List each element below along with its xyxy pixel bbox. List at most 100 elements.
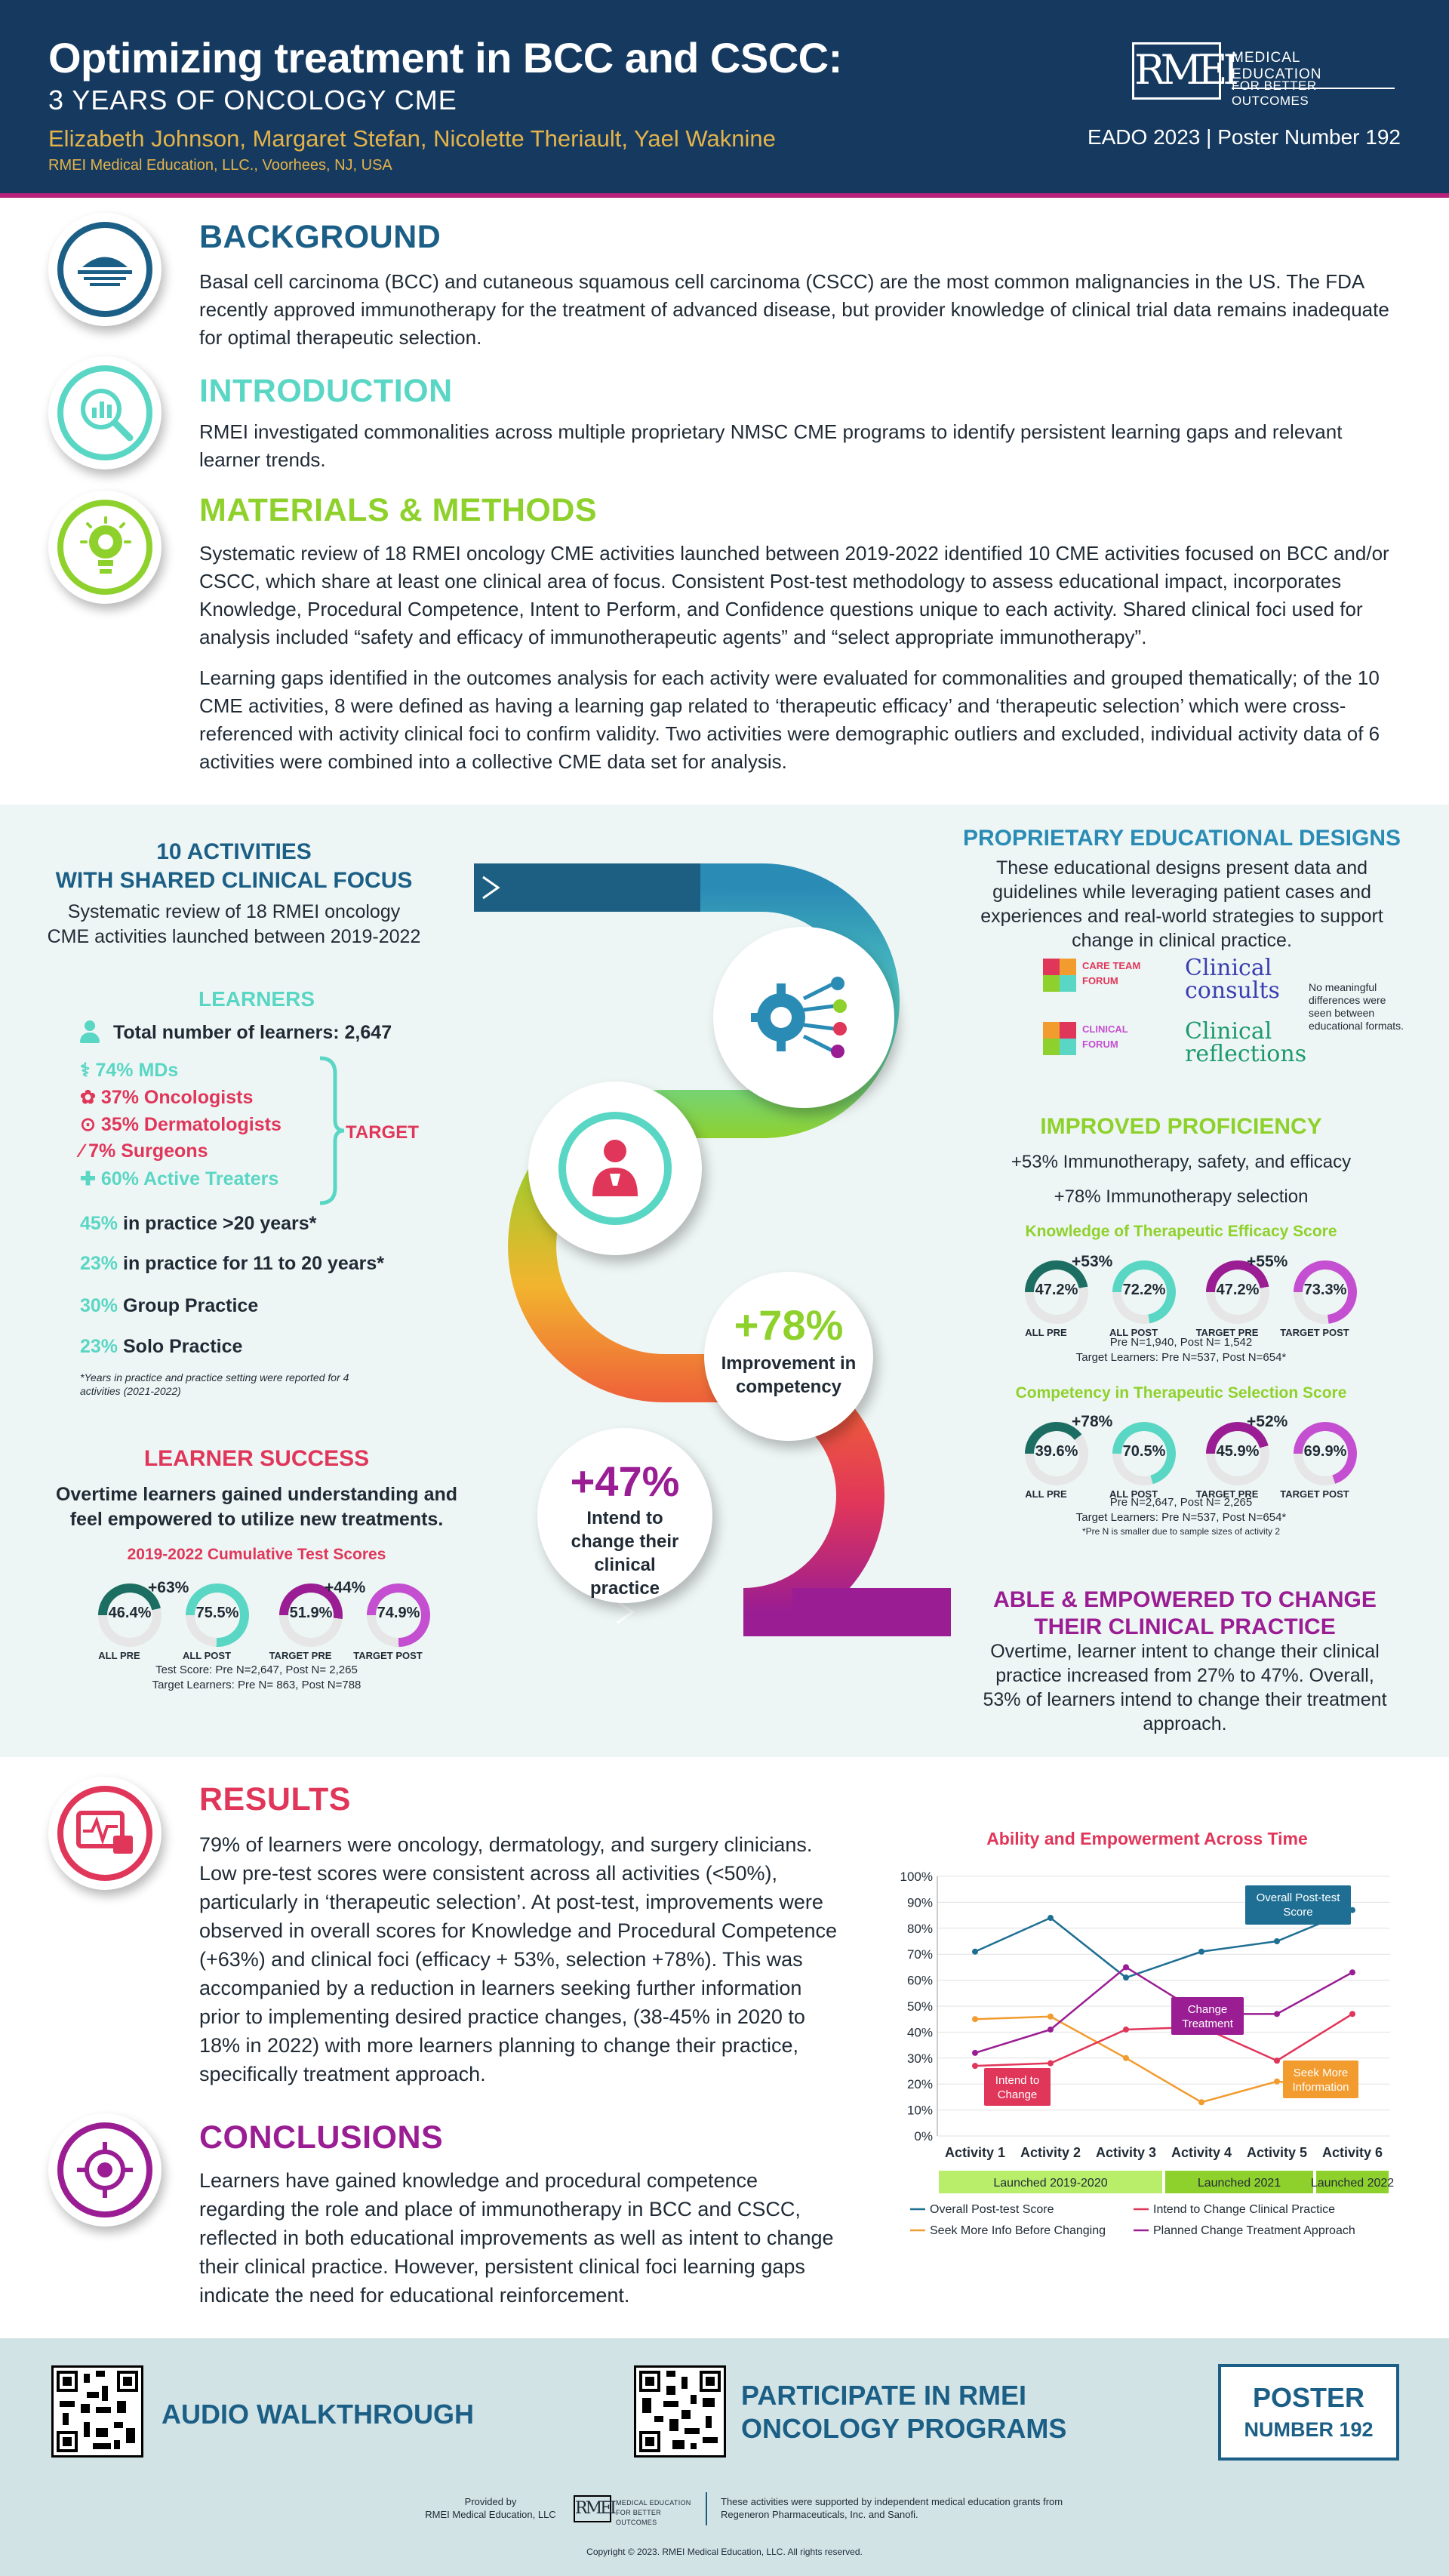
header: Optimizing treatment in BCC and CSCC: 3 … [0,0,1449,198]
methods-icon [48,491,162,604]
score-gauge: 74.9% TARGET POST [353,1583,439,1661]
chart-callout [1245,1885,1351,1925]
learners-title: LEARNERS [198,987,315,1011]
data-point [972,2063,978,2070]
gauge-label: TARGET PRE [1195,1488,1259,1500]
legend-label: Planned Change Treatment Approach [1153,2224,1355,2237]
empowered-text: Overtime, learner intent to change their… [983,1641,1387,1734]
gauge-value: 47.2% [1035,1282,1078,1298]
copyright: Copyright © 2023. RMEI Medical Education… [586,2547,863,2557]
care-team-forum-label: CARE TEAM FORUM [1082,960,1141,986]
gauge-ring [186,1583,249,1647]
introduction-icon [48,356,162,469]
target-learners-note: Target Learners: Pre N= 863, Post N=788 [152,1679,361,1691]
gauge-value: 69.9% [1303,1443,1347,1460]
chart-callout [1283,2060,1358,2098]
data-point [972,2049,978,2056]
learner-success-text: Overtime learners gained understanding a… [55,1484,458,1530]
target-list: ⚕ 74% MDs✿ 37% Oncologists⊙ 35% Dermatol… [80,1059,352,1199]
gauge-label: ALL PRE [1025,1327,1067,1338]
clinician-circle [528,1082,702,1255]
provided-by: Provided by RMEI Medical Education, LLC [408,2495,574,2521]
proficiency-title: IMPROVED PROFICIENCY [1040,1114,1322,1139]
data-point [1274,1938,1280,1944]
y-tick-label: 10% [907,2104,933,2118]
stat-row: 23% Solo Practice [80,1336,242,1358]
eff-note-1: Pre N=1,940, Post N= 1,542 [1109,1336,1253,1349]
target-item-icon: ✚ [80,1168,101,1190]
activities-title: 10 ACTIVITIES WITH SHARED CLINICAL FOCUS [45,838,423,895]
competency-label: Improvement in competency [721,1353,857,1397]
stat-pct: 23% [80,1336,118,1357]
poster-number: EADO 2023 | Poster Number 192 [1087,125,1401,149]
x-tick-label: Activity 3 [1096,2145,1156,2160]
background-text: Basal cell carcinoma (BCC) and cutaneous… [199,270,1389,349]
gauge-value: 73.3% [1303,1282,1347,1298]
gauge-value: 45.9% [1216,1443,1260,1460]
period-label: Launched 2019-2020 [993,2177,1107,2190]
stat-row: 45% in practice >20 years* [80,1213,316,1235]
data-point [1198,2099,1204,2106]
data-point [1123,1964,1129,1971]
person-icon [80,1020,100,1045]
proficiency-line1: +53% Immunotherapy, safety, and efficacy [1011,1152,1352,1172]
y-tick-label: 50% [907,1999,933,2014]
legend-label: Overall Post-test Score [930,2203,1054,2216]
target-item: ✿ 37% Oncologists [80,1086,253,1109]
test-score-note: Test Score: Pre N=2,647, Post N= 2,265 [155,1663,358,1676]
methods-text-2: Learning gaps identified in the outcomes… [199,666,1380,773]
period-bar [939,2171,1162,2193]
audio-qr-code[interactable] [51,2365,143,2458]
provided-by-line2: RMEI Medical Education, LLC [425,2509,556,2520]
audio-walkthrough-label[interactable]: AUDIO WALKTHROUGH [162,2399,474,2430]
grant-support-text: These activities were supported by indep… [721,2496,1063,2520]
gauge-ring [1294,1422,1357,1485]
series-line [974,1965,1353,2054]
sel-delta-all: +78% [1072,1413,1113,1430]
score-gauge: 75.5%ALL POST [175,1583,258,1661]
gauge-ring [279,1583,343,1647]
poster-title: Optimizing treatment in BCC and CSCC: [48,34,842,82]
stat-row: 23% in practice for 11 to 20 years* [80,1253,384,1275]
participate-qr-code[interactable] [634,2365,726,2458]
eff-delta-all: +53% [1072,1253,1113,1270]
gauge-value: 46.4% [108,1605,152,1621]
y-tick-label: 100% [900,1870,933,1884]
footer-logo-mark: RMEI [574,2495,617,2522]
score-gauge: 47.2% ALL PRE [1014,1260,1097,1338]
y-tick-label: 70% [907,1947,933,1962]
empowered-title-line2: THEIR CLINICAL PRACTICE [1034,1614,1336,1639]
legend-label: Intend to Change Clinical Practice [1153,2203,1335,2216]
target-item-icon: ⚕ [80,1060,96,1081]
poster-number-box: POSTER NUMBER 192 [1218,2364,1399,2461]
poster-box-line1: POSTER [1252,2382,1365,2413]
data-point [1349,1969,1355,1976]
footer-logo-line2: FOR BETTER OUTCOMES [616,2509,662,2526]
delta-target: +44% [325,1579,366,1596]
participate-label[interactable]: PARTICIPATE IN RMEI ONCOLOGY PROGRAMS [741,2379,1066,2445]
delta-all: +63% [148,1579,189,1596]
poster-box-line2: NUMBER 192 [1244,2418,1374,2441]
intent-circle: +47% Intend to change their clinical pra… [537,1428,712,1603]
callout-text: Change [998,2088,1038,2101]
gauge-label: TARGET PRE [1195,1327,1259,1338]
data-point [1274,2011,1280,2017]
chart-callout [984,2068,1051,2106]
methods-title: MATERIALS & METHODS [199,492,598,528]
callout-text: Treatment [1182,2017,1234,2030]
target-item-icon: ∕ [80,1140,89,1162]
score-gauge: 51.9%TARGET PRE [269,1583,352,1661]
gauge-label: TARGET POST [353,1650,423,1661]
sel-note-1: Pre N=2,647, Post N= 2,265 [1109,1496,1253,1509]
period-bar [1316,2171,1389,2193]
x-tick-label: Activity 2 [1020,2145,1081,2160]
gauge-value: 74.9% [377,1605,420,1621]
gauge-value: 47.2% [1216,1282,1260,1298]
period-bar [1165,2171,1313,2193]
intent-value: +47% [570,1457,680,1505]
activities-title-line2: WITH SHARED CLINICAL FOCUS [55,868,413,893]
gauge-label: ALL PRE [1025,1488,1067,1500]
target-item-label: 7% Surgeons [88,1140,208,1162]
